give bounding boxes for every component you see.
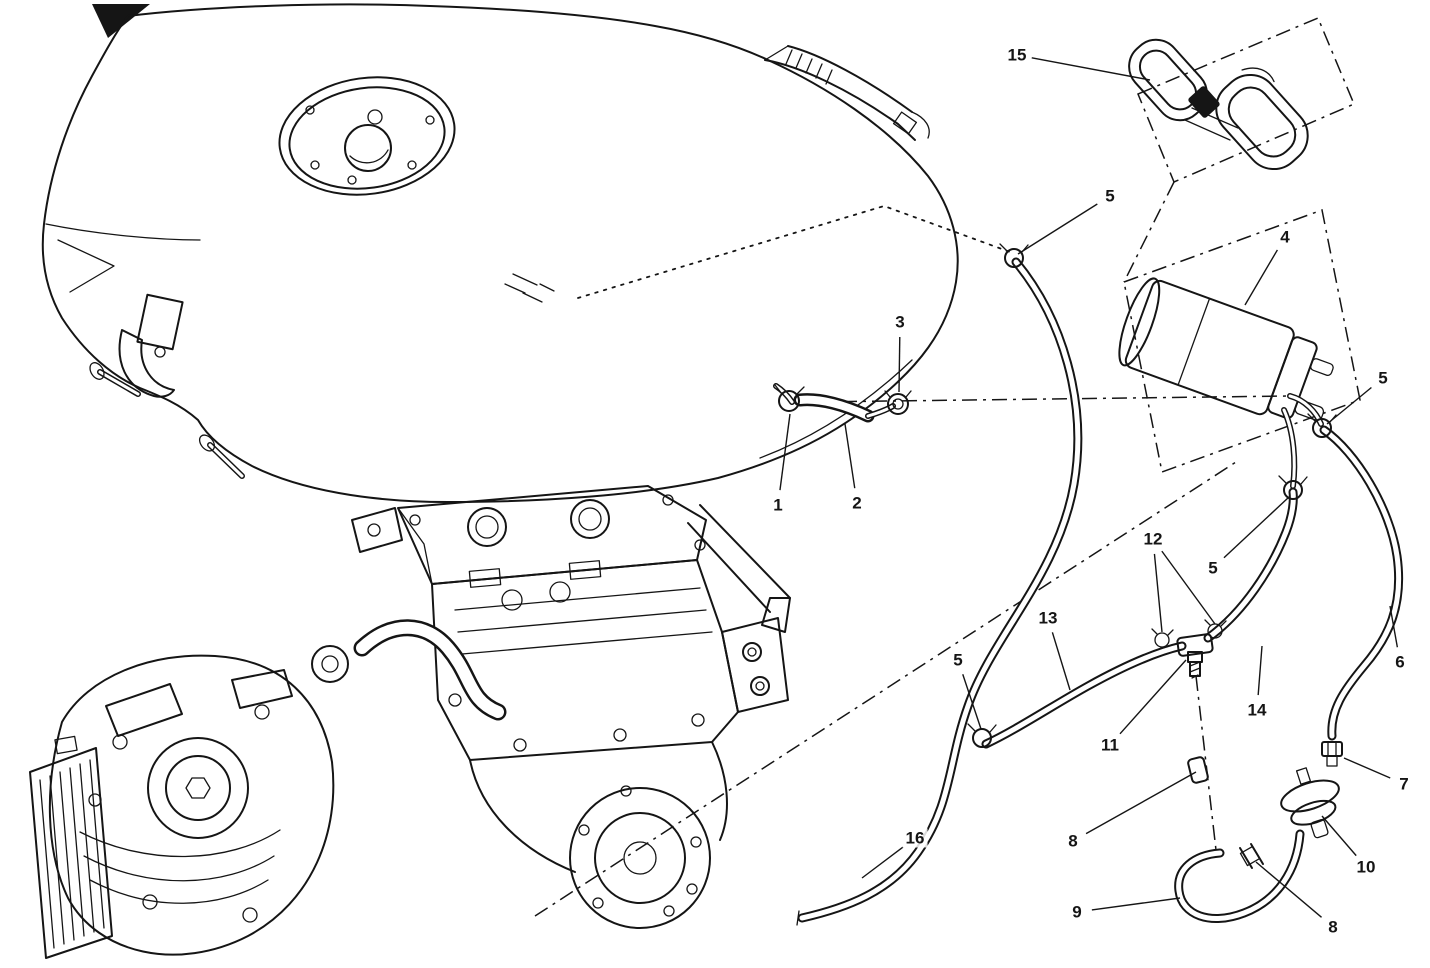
- clutch-cover: [469, 741, 728, 929]
- callout-9-18: 9: [1069, 902, 1085, 922]
- callout-2-6: 2: [849, 493, 865, 513]
- callout-5-8: 5: [1205, 558, 1221, 578]
- clamp-5-mid: [1278, 475, 1308, 500]
- fitting-7: [1321, 741, 1343, 767]
- oil-cooler: [29, 735, 113, 959]
- hose-6: [1319, 425, 1404, 741]
- pressure-valve-10: [1280, 767, 1340, 839]
- engine-boss: [311, 645, 349, 683]
- callout-13-9: 13: [1035, 608, 1061, 628]
- callout-6-11: 6: [1392, 652, 1408, 672]
- tank-fitting-stub-left: [89, 362, 141, 397]
- hose-2: [773, 383, 896, 423]
- callout-14-12: 14: [1244, 700, 1270, 720]
- callout-15-0: 15: [1004, 45, 1030, 65]
- tank-bracket: [118, 293, 184, 398]
- callout-5-10: 5: [950, 650, 966, 670]
- callout-5-1: 5: [1102, 186, 1118, 206]
- hose-14: [1203, 487, 1298, 643]
- nut-8-lower: [1239, 843, 1264, 869]
- canister: [1118, 277, 1334, 421]
- fuel-tank: [41, 3, 959, 503]
- tank-scribble: [504, 273, 555, 303]
- callout-12-7: 12: [1140, 529, 1166, 549]
- clamp-12-left: [1151, 628, 1174, 648]
- callout-8-19: 8: [1325, 917, 1341, 937]
- corner-mark: [92, 4, 150, 38]
- engine: [29, 485, 791, 959]
- coolant-hose: [353, 619, 507, 721]
- hose-16: [796, 257, 1083, 926]
- callout-10-17: 10: [1353, 857, 1379, 877]
- t-fitting-11: [1176, 633, 1214, 679]
- callout-11-13: 11: [1098, 735, 1122, 755]
- fitting-8-upper: [1187, 756, 1209, 784]
- hose-9: [1174, 829, 1305, 924]
- mounting-bracket: [1128, 38, 1309, 171]
- callout-7-14: 7: [1396, 774, 1412, 794]
- callout-5-4: 5: [1375, 368, 1391, 388]
- fitting-3: [884, 390, 912, 415]
- canister-outlet-tubes: [1281, 393, 1324, 489]
- callout-3-3: 3: [892, 312, 908, 332]
- clamp-1: [774, 384, 805, 412]
- callout-16-15: 16: [902, 828, 928, 848]
- callout-1-5: 1: [770, 495, 786, 515]
- fuel-cap: [278, 76, 456, 196]
- bracket-boundary-box: [1137, 17, 1355, 183]
- tank-strap: [764, 45, 930, 141]
- cylinder-head: [48, 654, 335, 956]
- hose-13: [981, 641, 1187, 749]
- callout-4-2: 4: [1277, 227, 1293, 247]
- tank-fitting-stub-lower: [198, 434, 245, 479]
- callout-8-16: 8: [1065, 831, 1081, 851]
